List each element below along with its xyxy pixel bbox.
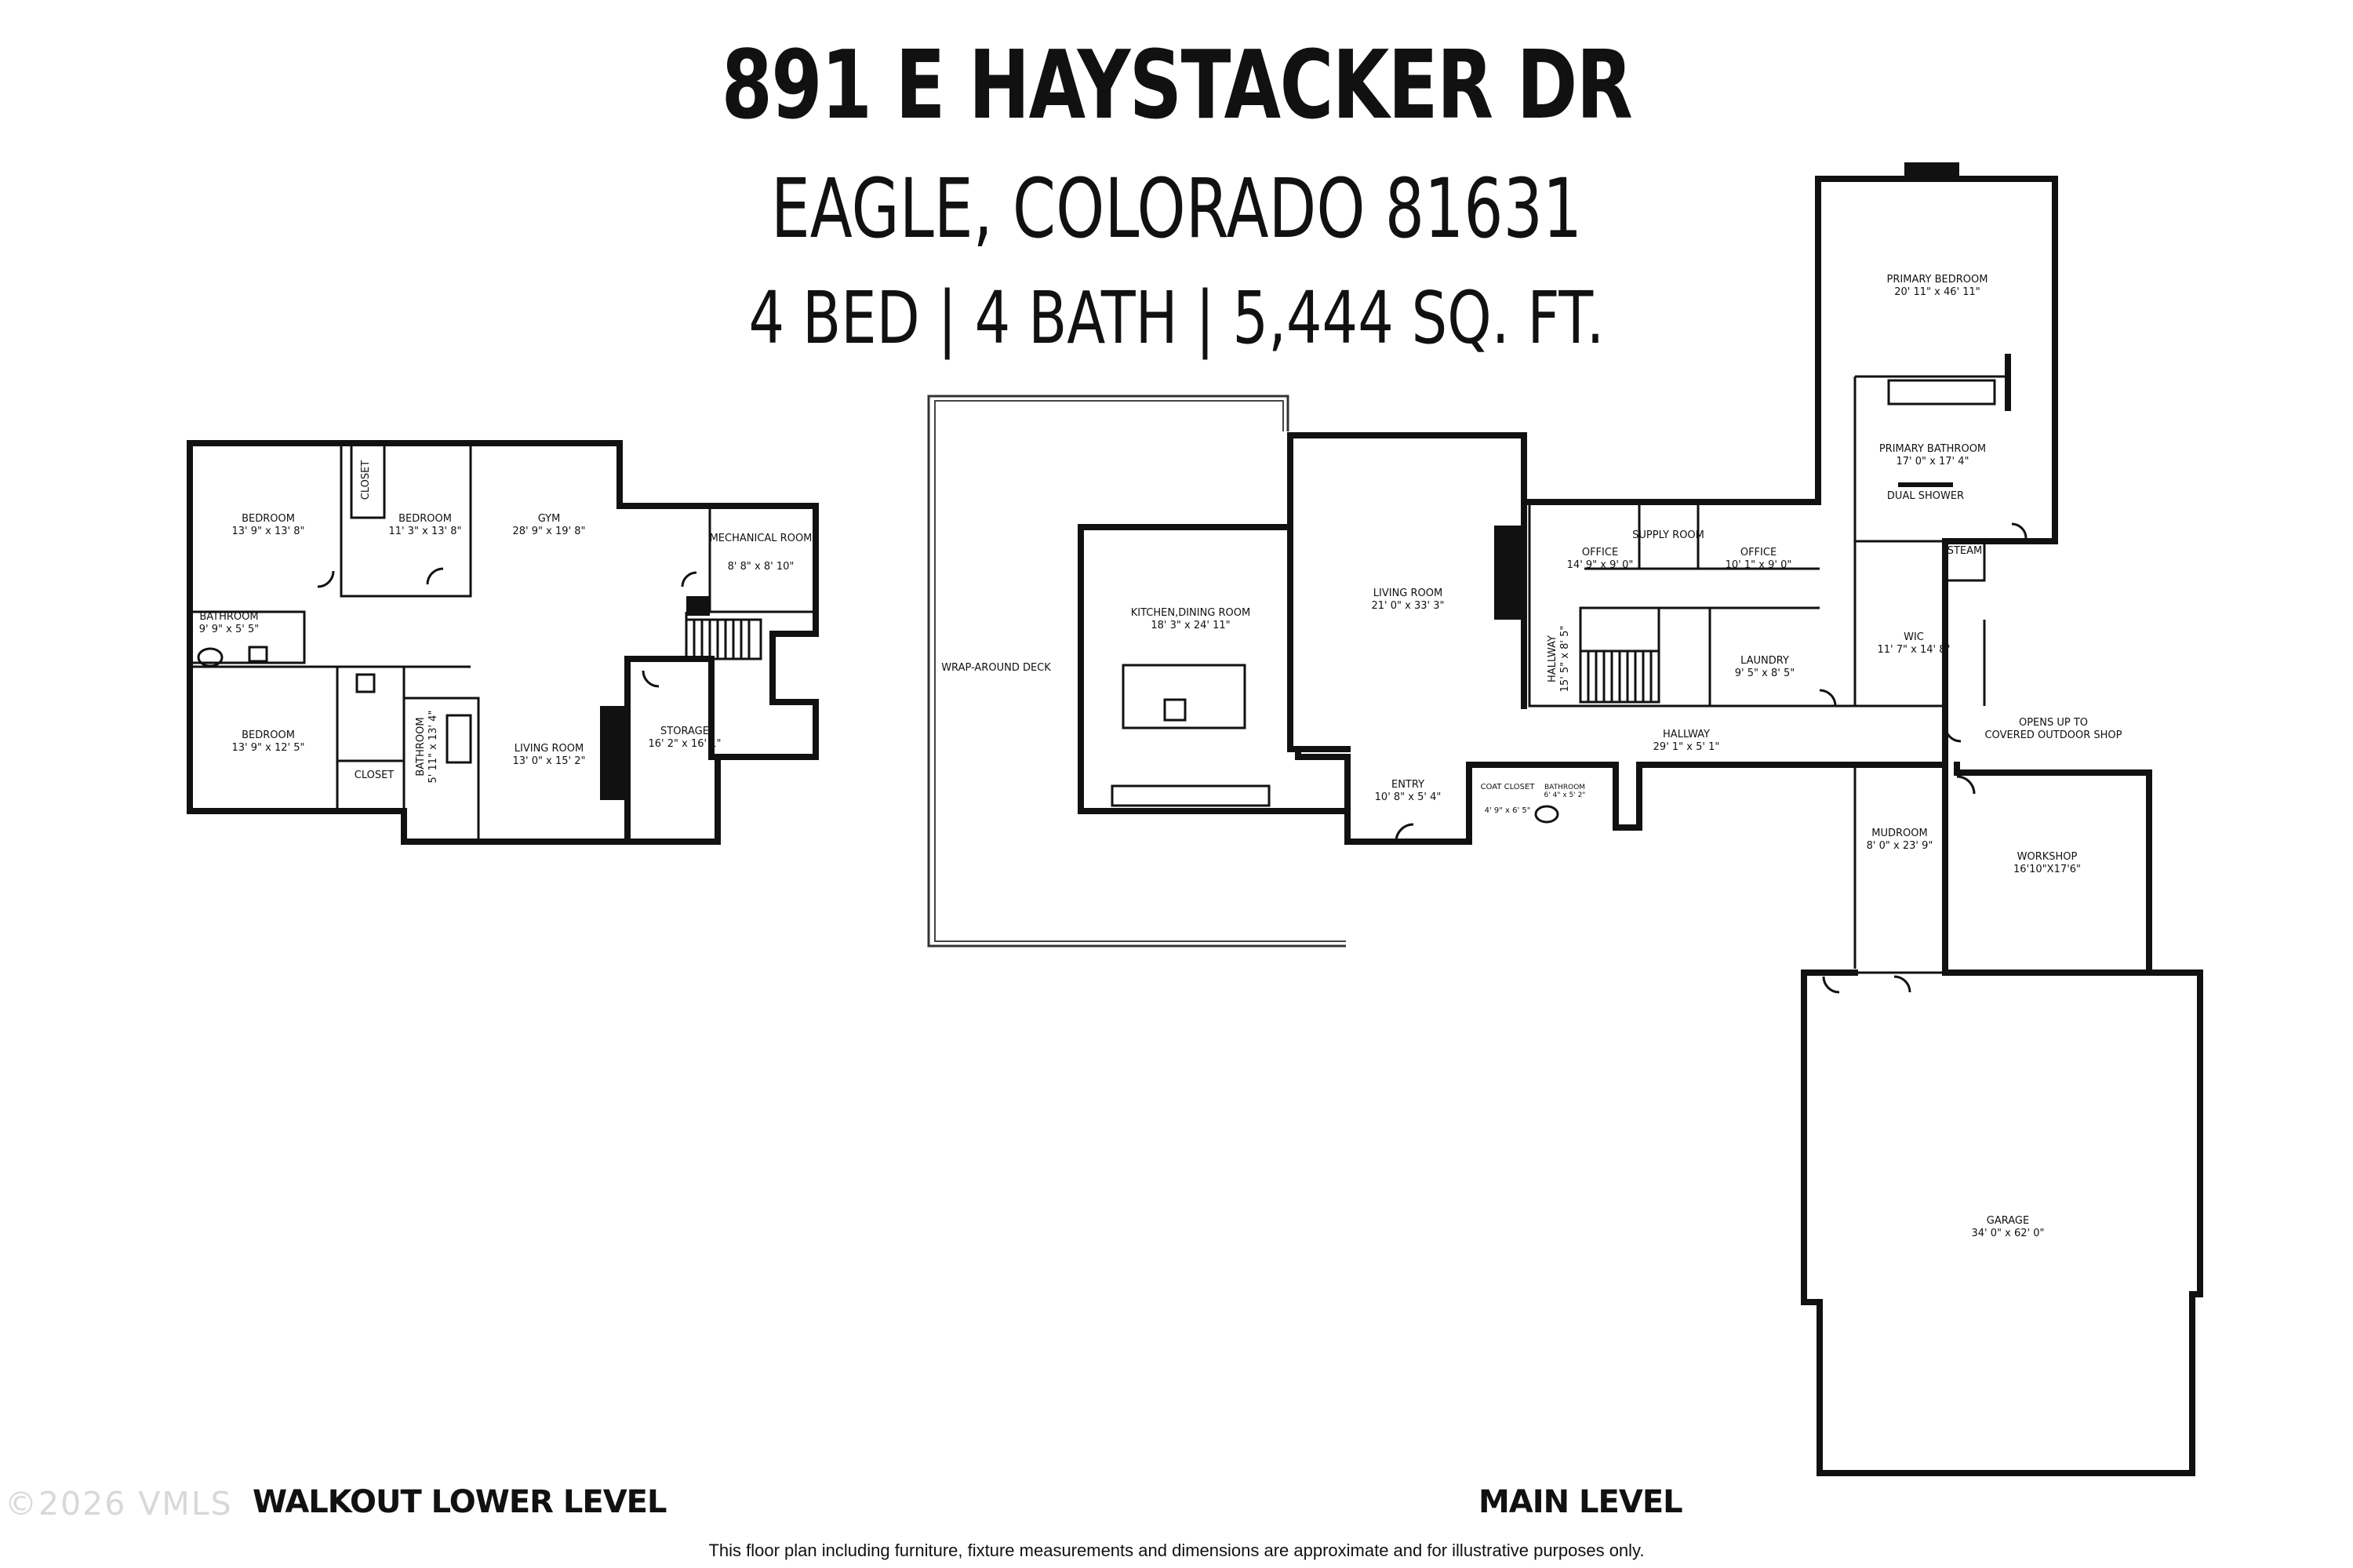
room-label-name: OFFICE [1740,547,1777,558]
property-address: EAGLE, COLORADO 81631 [770,161,1583,256]
lower-level-label: WALKOUT LOWER LEVEL [253,1484,667,1520]
door-icon [1819,689,1837,707]
room-label-dims: 17' 0" x 17' 4" [1897,456,1969,467]
room-label-name: STEAM [1947,545,1983,557]
room-label-dims: 14' 9" x 9' 0" [1567,559,1634,571]
room-label-name: BATHROOM [1544,784,1585,791]
room-label-name: PRIMARY BATHROOM [1879,443,1986,455]
double-vanity-icon [1887,379,1996,406]
room-label-dims: 11' 7" x 14' 8" [1878,644,1951,656]
room-label-dims: 29' 1" x 5' 1" [1653,741,1720,753]
room-label-name: WORKSHOP [2017,851,2078,863]
room-label-dims: 15' 5" x 8' 5" [1559,626,1571,693]
property-stats: 4 BED | 4 BATH | 5,444 SQ. FT. [748,276,1605,360]
room-label-dims: 10' 1" x 9' 0" [1726,559,1792,571]
room-label-name: HALLWAY [1663,729,1710,740]
room-label-name: STORAGE [660,726,709,737]
room-label-name: BATHROOM [415,717,427,776]
room-label-dims: 16'10"X17'6" [2013,864,2081,875]
room-label-dims: 5' 11" x 13' 4" [427,711,439,784]
fireplace-icon [600,706,627,800]
stairs [1579,606,1660,704]
room-label-name: BATHROOM [199,611,258,623]
sink-icon [248,646,268,663]
stairs [685,596,762,660]
door-icon [642,670,660,688]
kitchen-island-icon [1122,664,1246,729]
room-label-dims: 16' 2" x 16' 1" [649,738,722,750]
room-label-name: COAT CLOSET [1481,783,1536,791]
room-label-dims: 20' 11" x 46' 11" [1894,286,1980,298]
room-label-name: ENTRY [1391,779,1424,791]
room-label-name: BEDROOM [242,729,295,741]
copyright-watermark: ©2026 VMLS [5,1485,233,1523]
room-label-dims: 21' 0" x 33' 3" [1372,600,1445,612]
door-icon [2011,522,2028,539]
door-icon [317,570,335,588]
room-label-name: MUDROOM [1871,828,1927,839]
room-label-name: LIVING ROOM [515,743,584,755]
room-label-dims: 13' 9" x 12' 5" [232,742,305,754]
door-icon [681,571,697,588]
room-label-name: BEDROOM [242,513,295,525]
room-label-name: PRIMARY BEDROOM [1887,274,1988,286]
room-label-dims: 34' 0" x 62' 0" [1972,1228,2045,1239]
property-title: 891 E HAYSTACKER DR [721,31,1633,140]
room-label-dims: 11' 3" x 13' 8" [389,526,462,537]
toilet-icon [1534,805,1559,824]
room-label-dims: 9' 9" x 5' 5" [199,624,259,635]
main-level-plan: WRAP-AROUND DECK KITCHEN,DINING ROOM 18'… [927,162,2203,1476]
vanity-icon [446,714,472,764]
room-label-name: BEDROOM [398,513,452,525]
room-label-name: HALLWAY [1547,635,1558,682]
room-label-name: CLOSET [360,460,372,500]
door-icon [1956,775,1976,795]
room-label-dims: 13' 0" x 15' 2" [513,755,586,767]
room-label-name: GYM [538,513,561,525]
room-label-name: LIVING ROOM [1373,588,1442,599]
room-label-name: WIC [1904,631,1924,643]
room-label-dims: 9' 5" x 8' 5" [1735,668,1795,679]
room-label-dims: 8' 0" x 23' 9" [1867,840,1933,852]
door-icon [426,567,444,585]
counter-icon [1111,784,1271,807]
door-icon [1395,823,1414,842]
room-label-name: CLOSET [355,769,395,781]
room-label-name: OFFICE [1582,547,1618,558]
room-label-dims: 4' 9" x 6' 5" [1485,806,1531,815]
room-label-dims: 28' 9" x 19' 8" [513,526,586,537]
main-level-label: MAIN LEVEL [1478,1484,1683,1520]
room-label-name: LAUNDRY [1740,655,1789,667]
fireplace-icon [1494,526,1524,620]
room-label-dims: 13' 9" x 13' 8" [232,526,305,537]
toilet-icon [355,673,376,693]
room-label-name: KITCHEN,DINING ROOM [1131,607,1251,619]
door-icon [1893,975,1911,993]
room-label-name: MECHANICAL ROOM [710,533,813,544]
disclaimer-text: This floor plan including furniture, fix… [708,1541,1645,1560]
room-label-name: DUAL SHOWER [1887,490,1964,502]
door-icon [1944,725,1962,743]
shower-icon [1898,482,1953,487]
room-label-name: WRAP-AROUND DECK [941,662,1051,674]
lower-level-plan: BEDROOM 13' 9" x 13' 8" CLOSET BEDROOM 1… [187,440,819,845]
deck-outline [927,395,1346,948]
toilet-icon [197,647,224,668]
room-label-dims: 8' 8" x 8' 10" [728,561,795,573]
room-label-dims: 10' 8" x 5' 4" [1375,791,1442,803]
room-label-name: GARAGE [1987,1215,2029,1227]
room-label-dims: 6' 4" x 5' 2" [1544,791,1586,799]
room-label-name: SUPPLY ROOM [1632,529,1704,541]
room-label-dims: 18' 3" x 24' 11" [1151,620,1230,631]
fireplace-icon [1904,162,1959,180]
door-icon [1822,976,1840,994]
cooktop-icon [1163,698,1187,722]
